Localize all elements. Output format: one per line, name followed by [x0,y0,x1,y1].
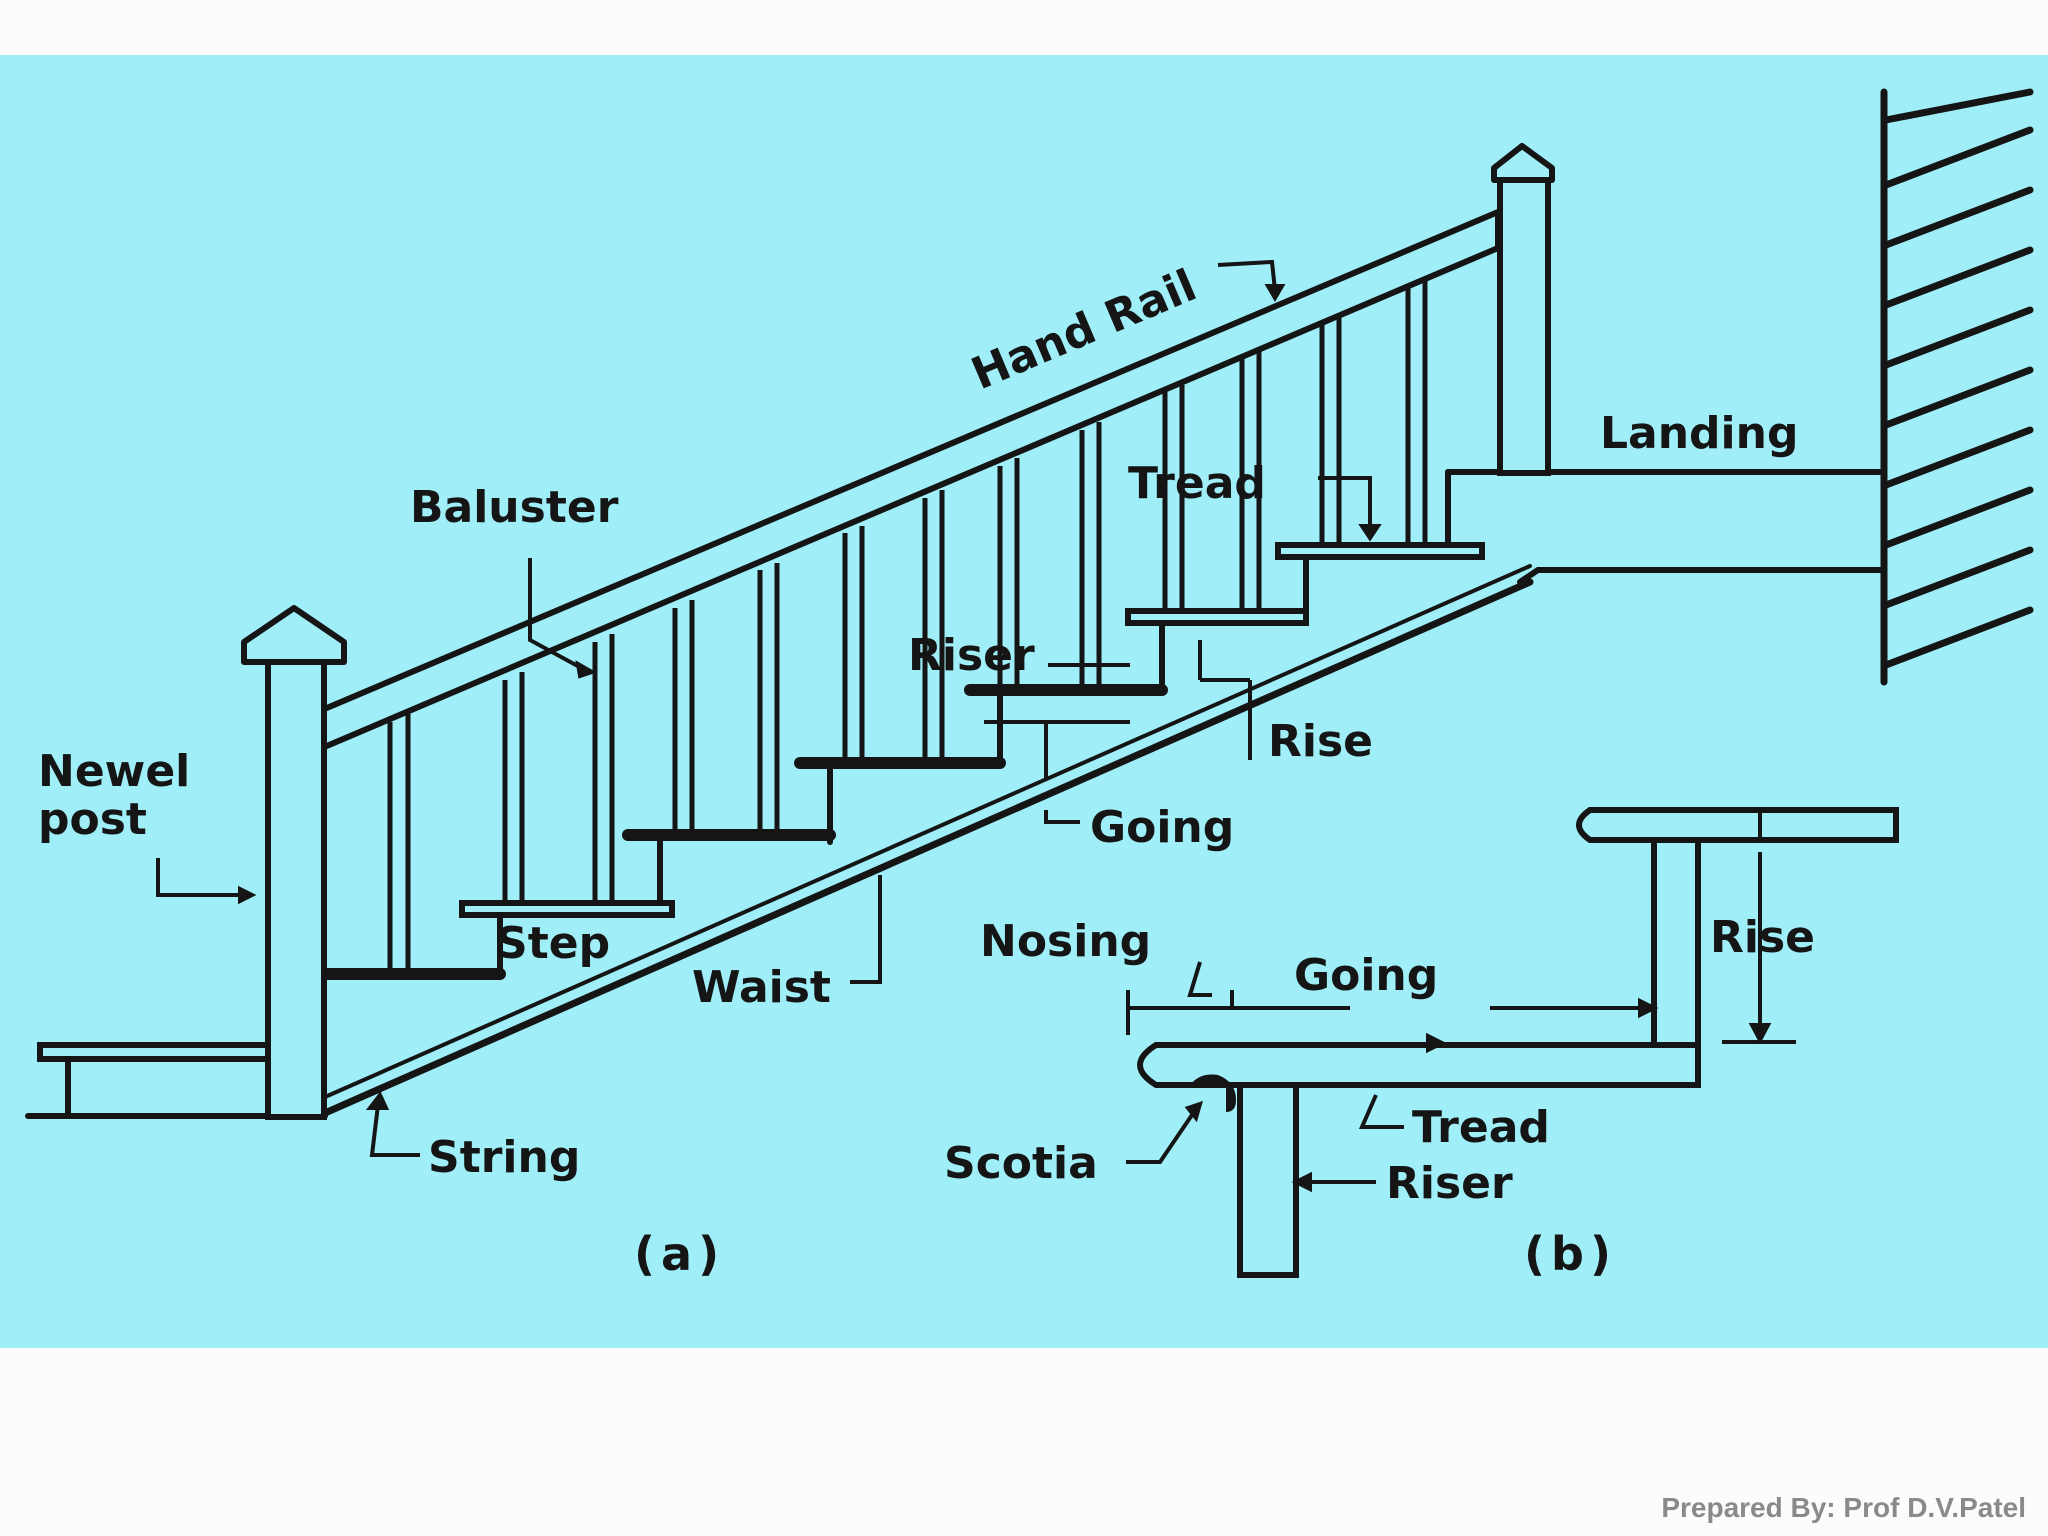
detail-section [1137,807,1899,1278]
label-tread-b: Tread [1412,1102,1550,1153]
wall-hatching [1880,88,2034,686]
label-tread-a: Tread [1128,458,1266,509]
newel-post-bottom [241,605,347,1120]
label-going-b: Going [1294,950,1438,1001]
label-newel-post-line2: post [38,794,147,845]
label-rise-b: Rise [1710,912,1815,963]
landing-slab [1445,469,1885,585]
credit-footer: Prepared By: Prof D.V.Patel [1661,1492,2026,1523]
label-step: Step [496,918,610,969]
leaders-b [1126,852,1796,1193]
label-riser-b: Riser [1386,1158,1513,1209]
balusters [387,278,1428,974]
label-scotia: Scotia [944,1138,1098,1189]
label-nosing: Nosing [980,916,1151,967]
steps [37,487,1485,1119]
label-caption-a: (a) [634,1227,725,1281]
label-baluster: Baluster [410,482,619,533]
label-newel-post-line1: Newel [38,746,190,797]
label-riser-a: Riser [908,630,1035,681]
staircase-diagram: Hand Rail Landing Baluster Tread Riser R… [25,88,2034,1281]
newel-post-top [1491,143,1555,476]
leaders-a [156,259,1382,1157]
label-waist: Waist [692,962,831,1013]
label-rise-a: Rise [1268,716,1373,767]
label-going-a: Going [1090,802,1234,853]
label-landing: Landing [1600,408,1798,459]
label-string: String [428,1132,580,1183]
label-caption-b: (b) [1524,1227,1617,1281]
